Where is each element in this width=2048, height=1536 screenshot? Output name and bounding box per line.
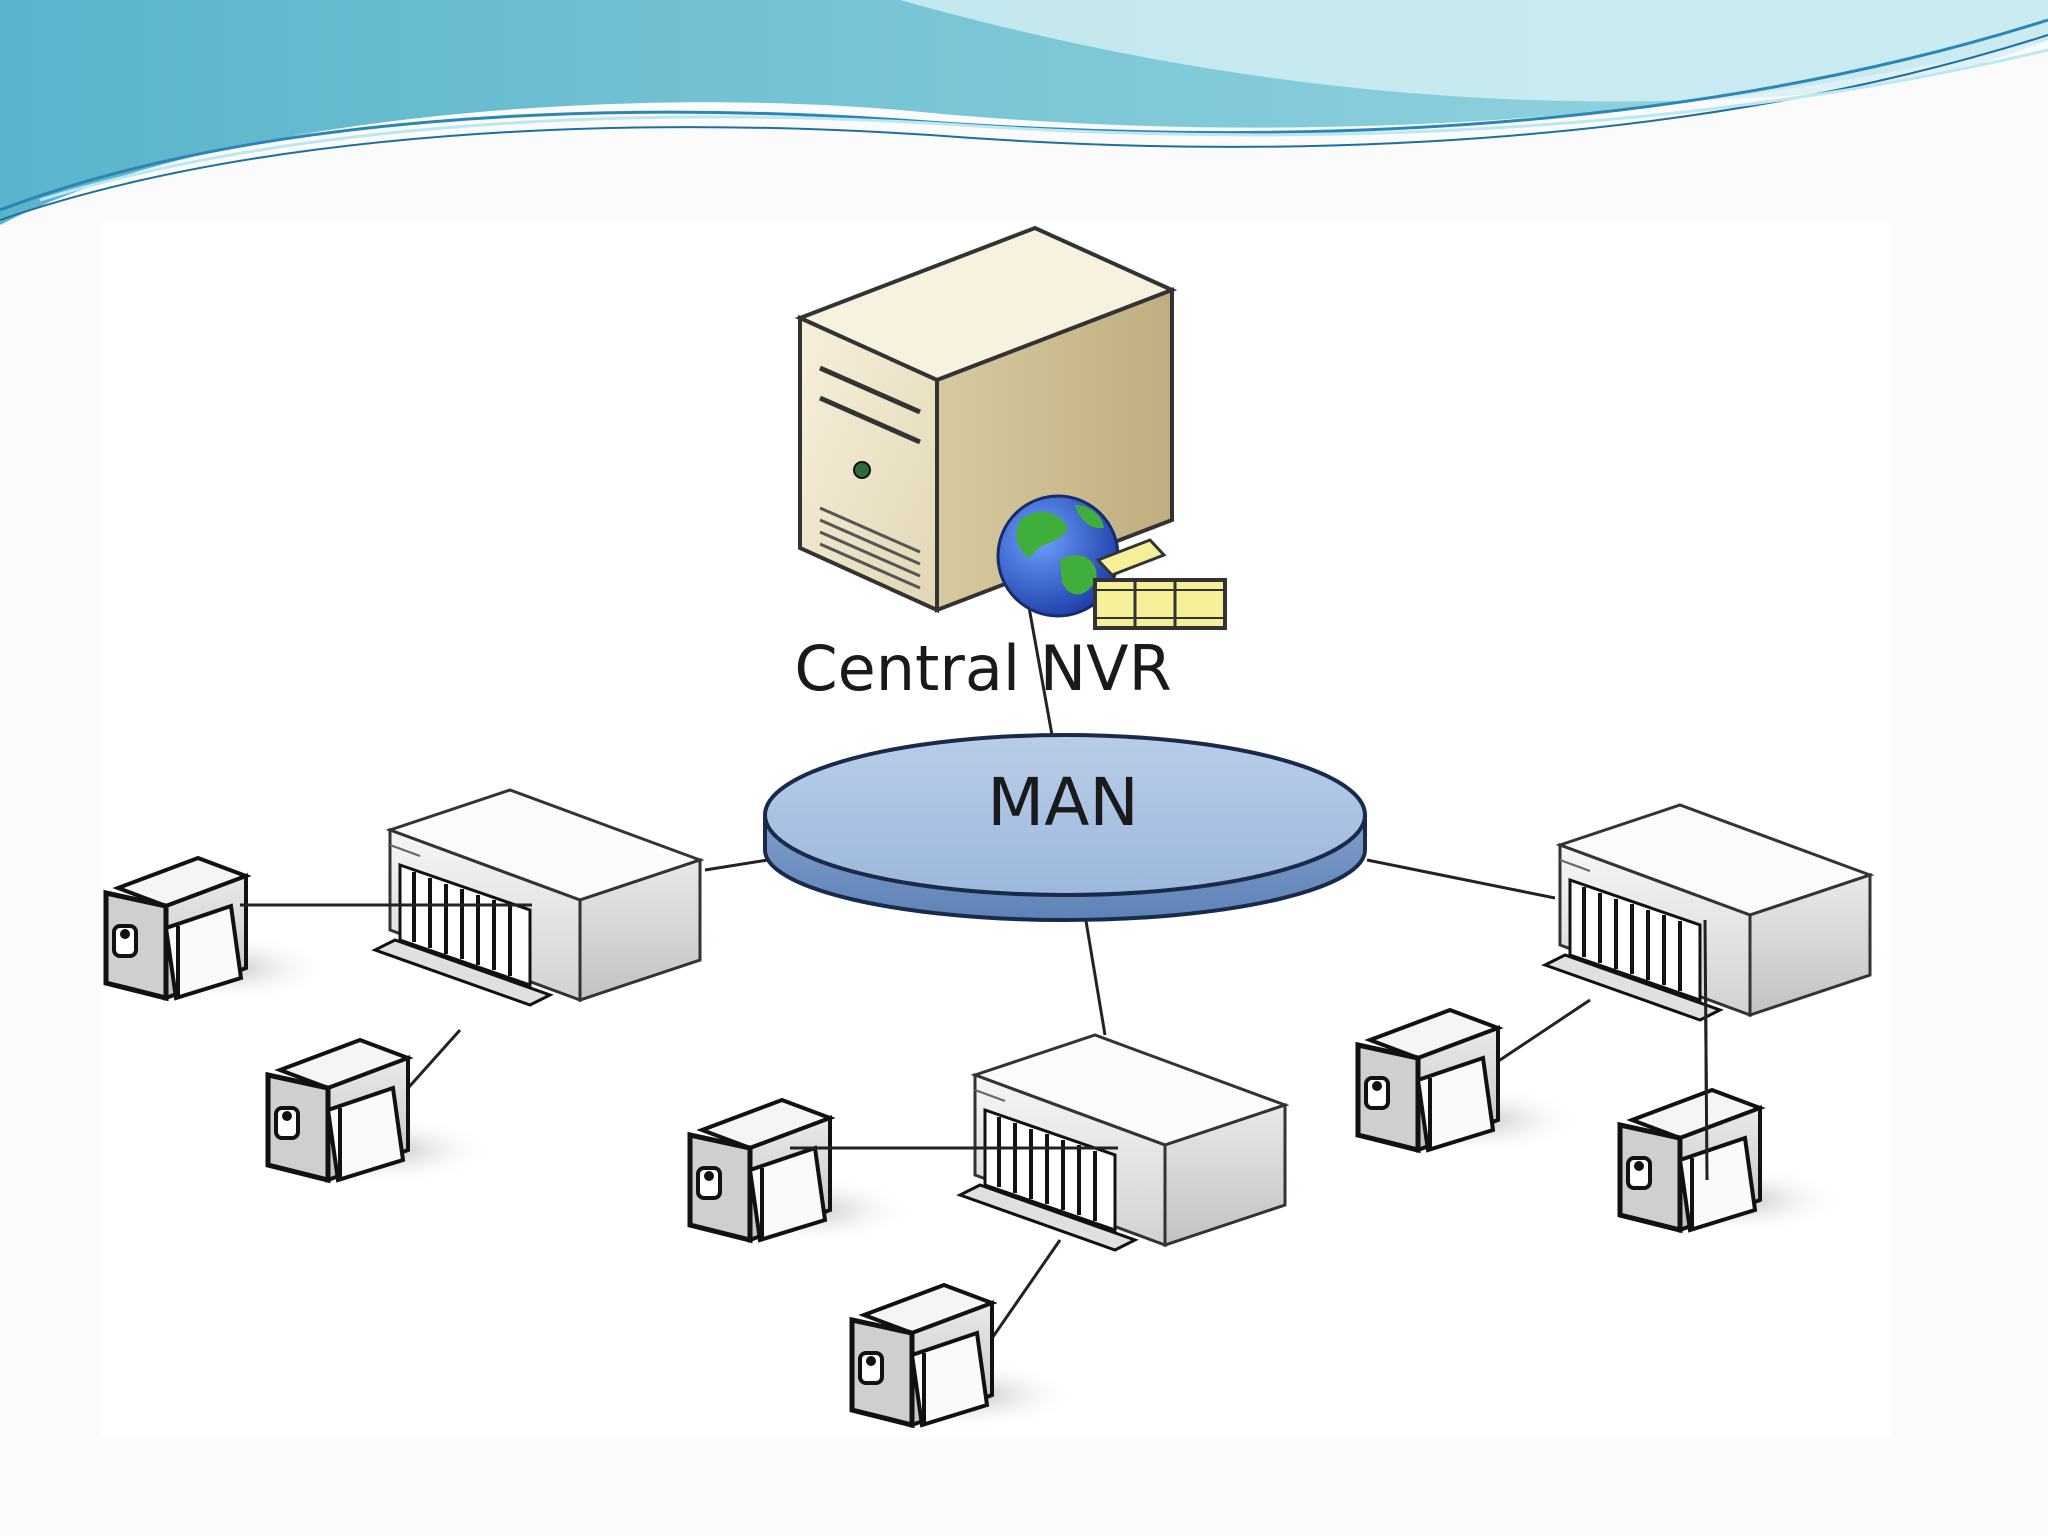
man-label: MAN xyxy=(987,764,1138,841)
camera-icon-center-a xyxy=(690,1100,915,1245)
camera-icon-left-a xyxy=(106,858,331,1003)
man-network-node: MAN xyxy=(763,733,1367,922)
camera-icon-center-b xyxy=(852,1285,1077,1430)
globe-icon xyxy=(996,494,1120,618)
camera-icon-right-a xyxy=(1358,1010,1583,1155)
overlay-lines xyxy=(240,903,1709,1181)
film-strip-icon xyxy=(1093,538,1227,630)
camera-icon-right-b xyxy=(1620,1090,1845,1235)
network-recorder-icon-right xyxy=(1543,803,1902,1022)
link-network-recorder-center xyxy=(1083,914,1107,1036)
link-network-recorder-left xyxy=(704,858,769,872)
power-button-icon xyxy=(853,461,871,479)
network-recorder-icon-center xyxy=(958,1033,1317,1252)
camera-icon-left-b xyxy=(268,1040,493,1185)
central-nvr-server: Central NVR xyxy=(794,225,1227,705)
link-network-recorder-right xyxy=(1366,858,1556,900)
header-wave xyxy=(0,0,2048,225)
network-recorder-icon-left xyxy=(373,788,732,1007)
central-nvr-label: Central NVR xyxy=(794,632,1171,705)
